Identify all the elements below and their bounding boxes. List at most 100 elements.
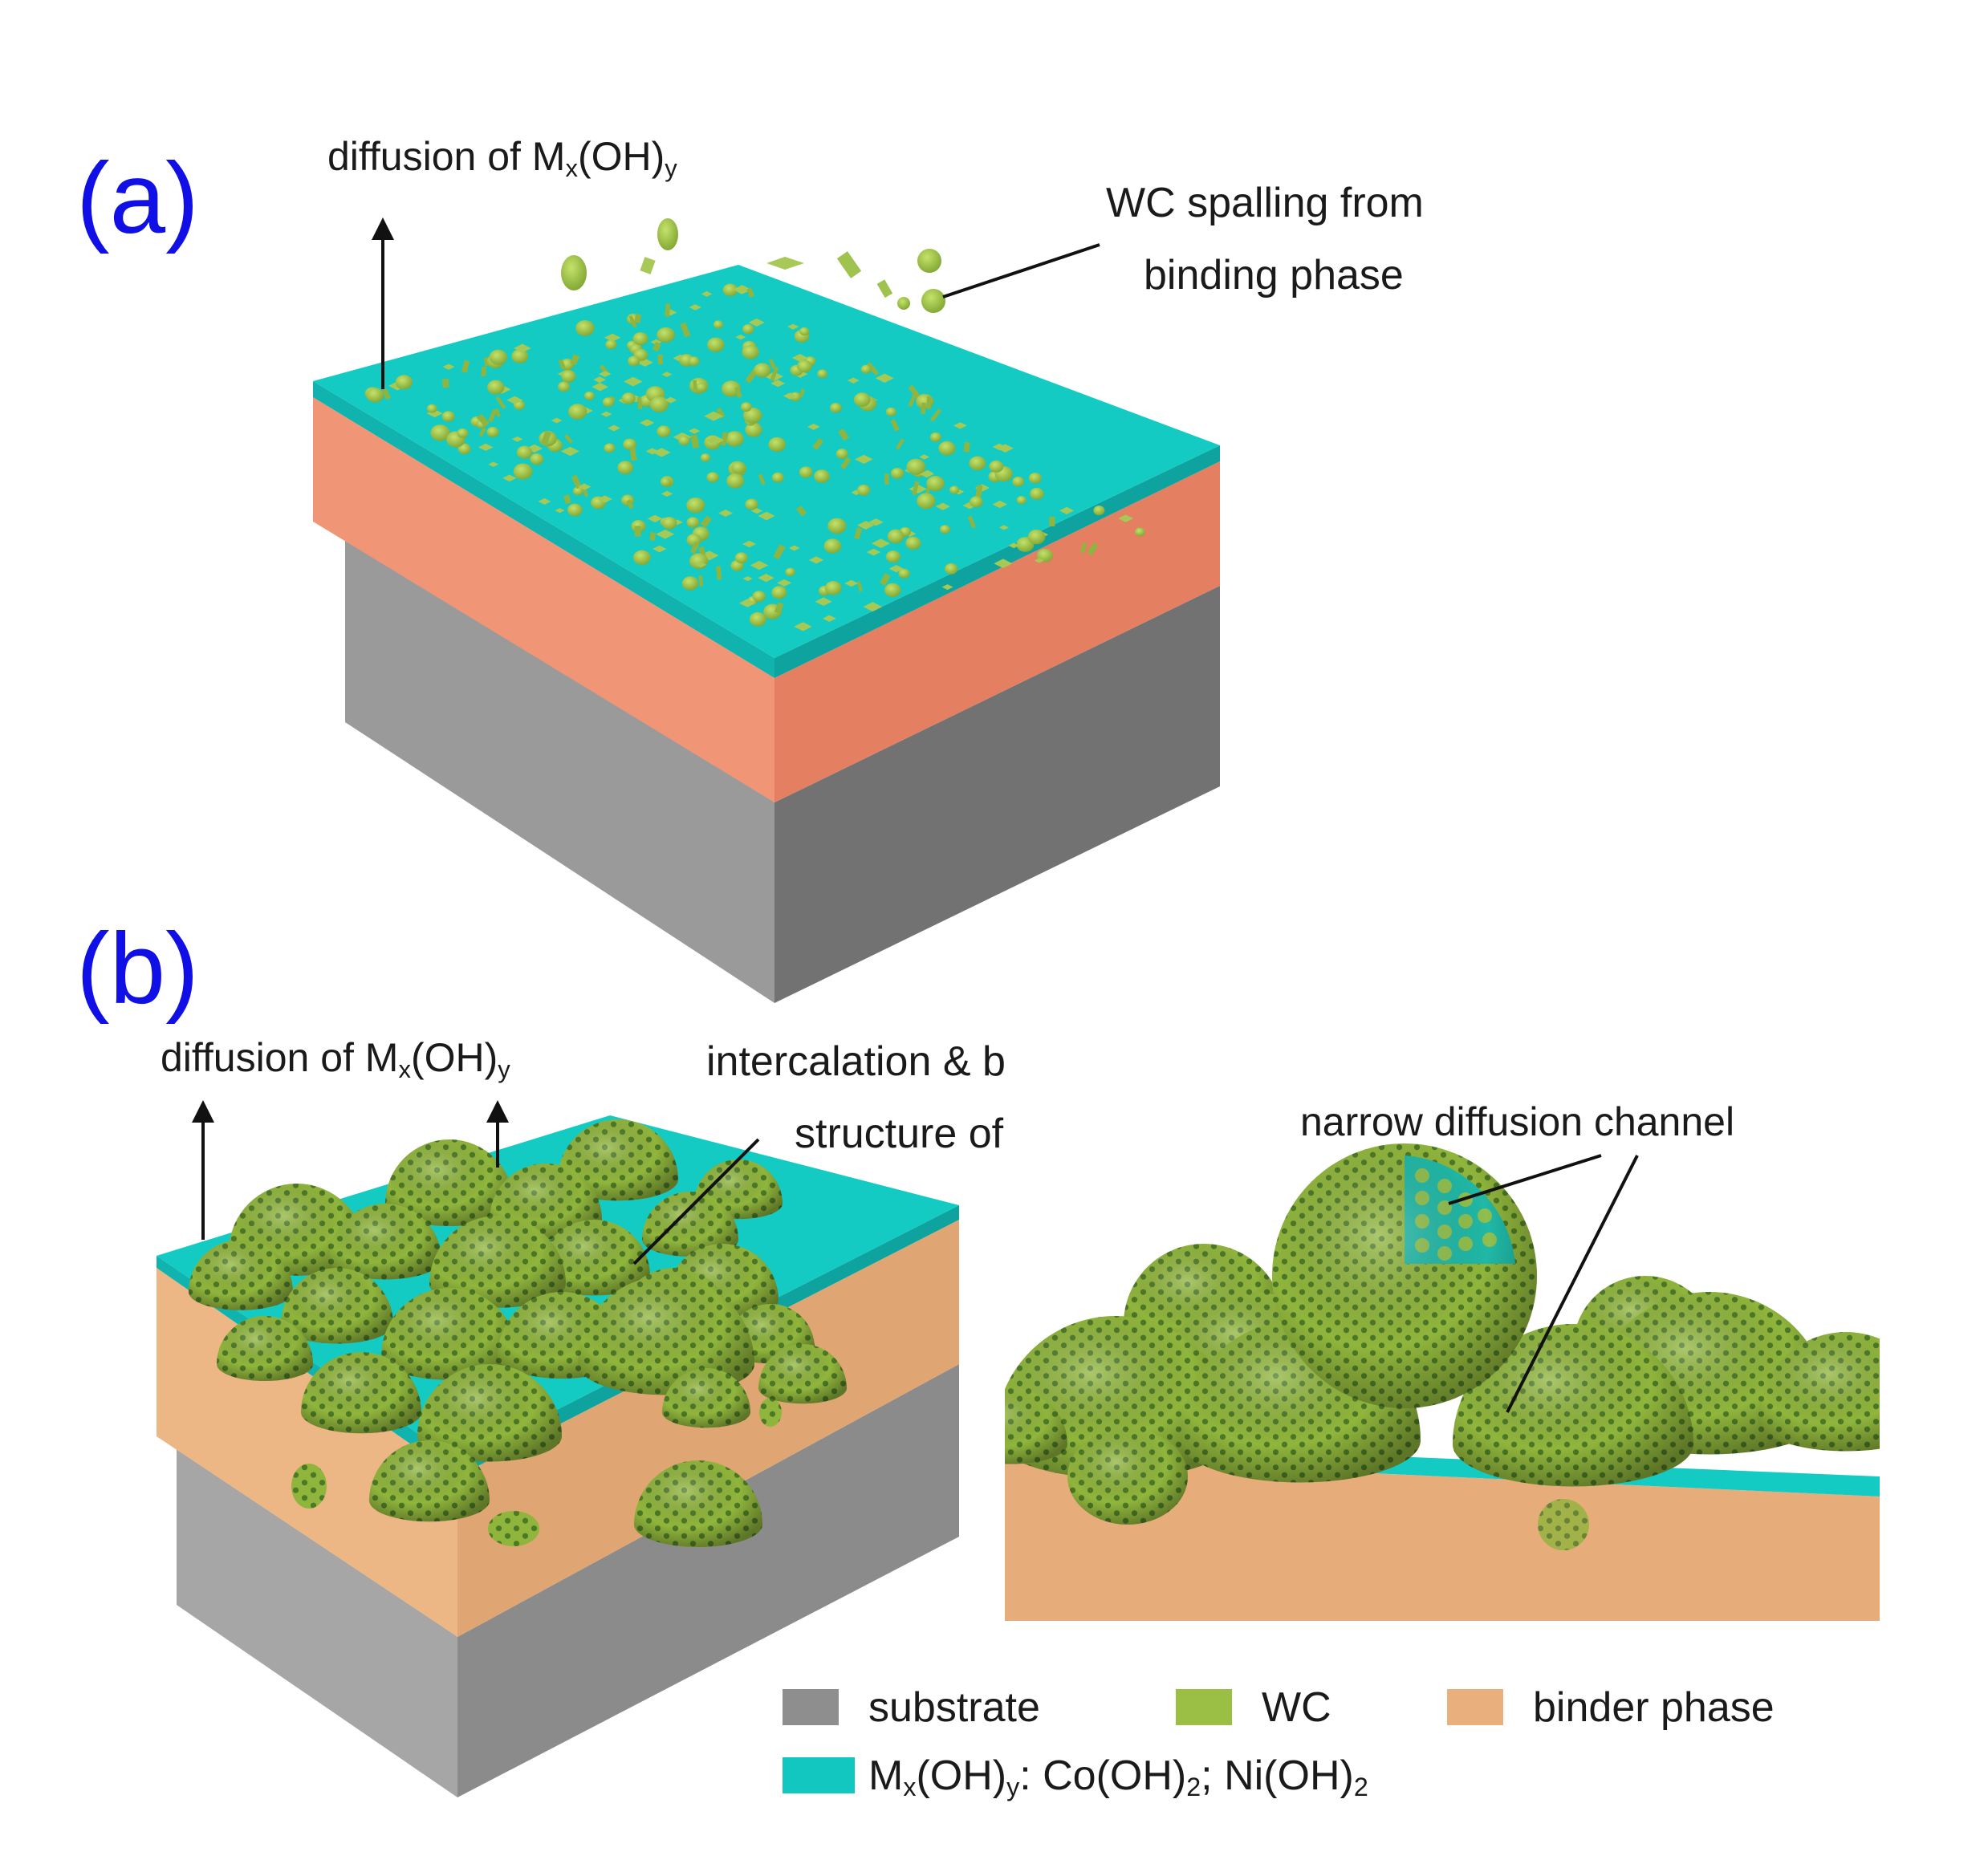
wc-grain <box>680 322 691 338</box>
wc-dome <box>1005 1388 1067 1464</box>
wc-grain <box>678 436 690 446</box>
wc-grain <box>652 341 661 352</box>
wc-grain <box>704 411 723 421</box>
wc-grain <box>657 354 663 364</box>
wc-grain <box>1049 517 1055 527</box>
wc-grain <box>794 622 812 632</box>
wc-grain <box>791 354 808 362</box>
wc-grain <box>812 438 823 450</box>
wc-dome <box>429 1216 566 1308</box>
wc-grain <box>701 290 713 297</box>
wc-grain <box>731 461 746 474</box>
wc-grain <box>929 432 941 442</box>
wc-grain <box>486 426 499 437</box>
wc-dome <box>634 1460 762 1547</box>
wc-grain <box>785 567 795 577</box>
panel-b-intercalation-leader <box>632 1138 760 1265</box>
panel-a-spalling-label: WC spalling from binding phase <box>1106 180 1435 299</box>
wc-grain <box>745 422 762 437</box>
wc-grain <box>863 602 883 612</box>
wc-grain <box>926 396 932 409</box>
wc-grain <box>992 500 1008 509</box>
wc-grain <box>577 483 592 490</box>
wc-grain <box>649 396 669 412</box>
wc-grain <box>722 283 738 297</box>
wc-grain <box>866 548 881 556</box>
wc-grain <box>441 411 455 422</box>
wc-grain <box>478 427 486 437</box>
wc-dome <box>538 1220 650 1296</box>
svg-text:substrate: substrate <box>868 1684 1040 1731</box>
wc-grain <box>953 422 967 429</box>
wc-grain <box>629 446 637 461</box>
wc-grain <box>457 428 469 438</box>
wc-grain <box>970 496 983 508</box>
wc-grain <box>694 562 707 568</box>
panel-a-binder-layer <box>313 397 1220 802</box>
wc-grain <box>1135 527 1145 537</box>
svg-text:WC: WC <box>1262 1684 1331 1731</box>
wc-grain <box>621 392 636 404</box>
wc-grain <box>725 431 744 447</box>
wc-grain <box>628 355 640 367</box>
wc-grain <box>783 392 797 400</box>
wc-grain <box>807 423 820 430</box>
wc-grain <box>788 545 800 551</box>
wc-grain <box>555 508 565 514</box>
wc-grain <box>953 489 965 495</box>
wc-grain <box>758 511 775 521</box>
wc-grain <box>799 388 805 398</box>
wc-grain <box>722 380 741 397</box>
wc-grain <box>653 545 667 553</box>
legend-item-substrate: substrate <box>783 1684 1040 1731</box>
wc-grain <box>1034 558 1044 563</box>
wc-grain <box>686 497 705 514</box>
wc-grain <box>994 558 1013 568</box>
wc-grain <box>1027 529 1046 545</box>
wc-grain <box>1079 542 1088 554</box>
wc-grain <box>494 408 501 417</box>
wc-grain <box>690 542 700 554</box>
wc-grain <box>575 320 595 336</box>
wc-grain <box>690 434 700 449</box>
wc-grain <box>949 485 960 494</box>
wc-grain <box>718 510 733 517</box>
wc-grain <box>705 435 725 445</box>
wc-grain <box>855 454 873 464</box>
wc-dome <box>758 1344 847 1404</box>
wc-grain <box>495 396 506 409</box>
wc-grain <box>700 515 712 528</box>
wc-grain <box>608 424 620 432</box>
wc-grain <box>487 380 505 395</box>
wc-grain <box>706 472 719 483</box>
wc-grain <box>885 550 900 563</box>
wc-grain <box>919 470 934 478</box>
panel-a-label: (a) <box>76 143 199 254</box>
wc-grain <box>857 485 871 496</box>
wc-grain <box>1028 473 1042 484</box>
wc-grain <box>600 411 612 417</box>
panel-b-detail-inset: narrow diffusion channel <box>1005 1043 1880 1621</box>
wc-grain <box>634 526 641 537</box>
wc-grain <box>604 443 616 453</box>
wc-grain <box>506 396 523 404</box>
wc-dome <box>329 1204 441 1280</box>
wc-grain <box>366 388 384 403</box>
wc-grain <box>868 518 884 526</box>
wc-grain <box>592 382 608 392</box>
wc-grain <box>857 521 875 530</box>
wc-grain <box>742 324 754 335</box>
wc-grain <box>430 424 450 441</box>
wc-grain <box>1008 542 1019 549</box>
wc-grain <box>814 469 830 483</box>
wc-grain <box>1016 496 1027 505</box>
wc-grain <box>884 583 901 598</box>
wc-grain <box>885 407 896 416</box>
wc-grain <box>689 304 701 311</box>
wc-grain <box>823 615 836 622</box>
wc-grain <box>661 490 673 498</box>
wc-grain <box>1037 548 1053 562</box>
wc-dome <box>385 1139 514 1226</box>
wc-grain <box>665 303 671 317</box>
wc-grain <box>912 481 920 496</box>
